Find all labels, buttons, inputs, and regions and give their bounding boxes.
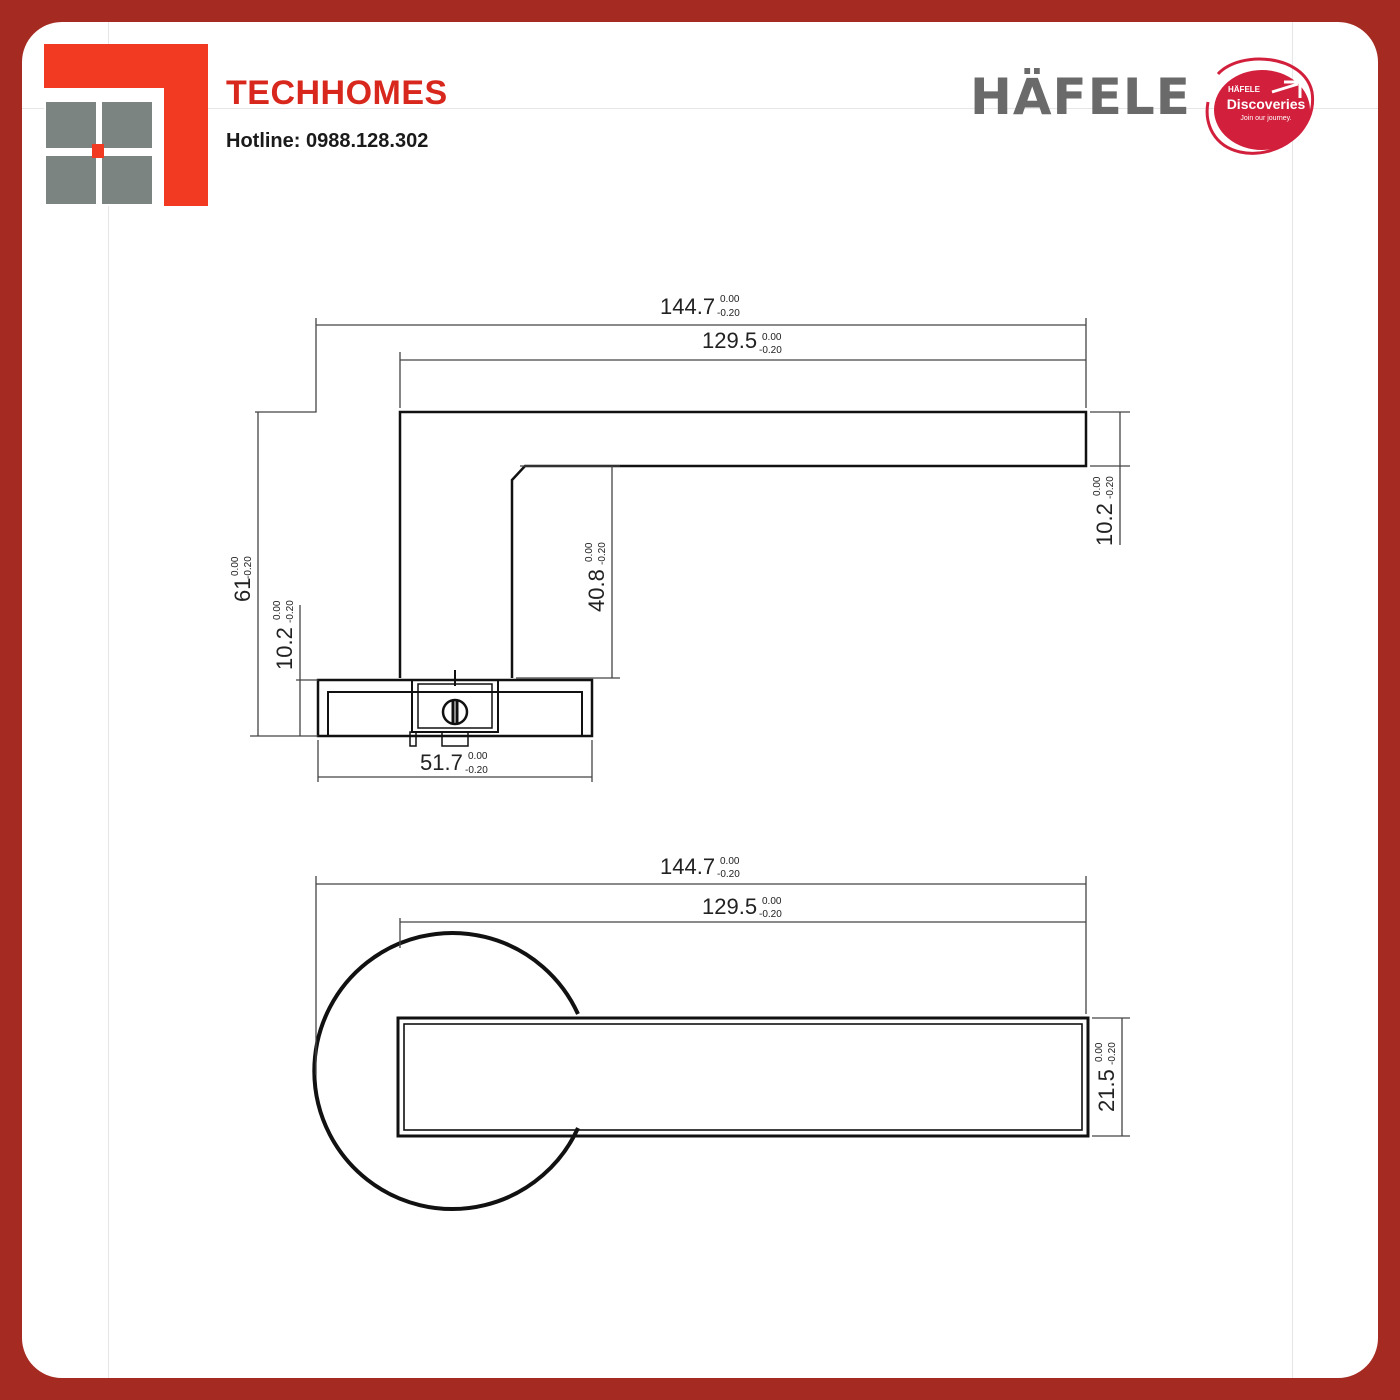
badge-tagline-text: Join our journey. <box>1240 115 1292 122</box>
dim-lever-length-tol-lower: -0.20 <box>759 345 782 356</box>
dim-top-lever-length-value: 129.5 <box>702 894 757 919</box>
dim-total-height-tol-upper: 0.00 <box>230 556 241 576</box>
dim-overall-length-value: 144.7 <box>660 294 715 319</box>
dim-rose-diameter-tol-upper: 0.00 <box>468 751 488 762</box>
dim-rose-height-tol-upper: 0.00 <box>272 600 283 620</box>
dim-rose-height-value: 10.2 <box>272 627 297 670</box>
spindle-screw <box>441 698 469 726</box>
guide-line-right <box>1292 22 1293 1378</box>
dim-top-lever-length-tol-upper: 0.00 <box>762 896 782 907</box>
spindle-tab <box>409 731 417 747</box>
side-view <box>316 410 1088 747</box>
dim-top-lever-width-value: 21.5 <box>1094 1069 1119 1112</box>
guide-line-left <box>108 22 109 1378</box>
dim-neck-height-tol-upper: 0.00 <box>584 542 595 562</box>
lever-top-outer <box>396 1016 1090 1138</box>
rose-side-inner <box>327 691 583 736</box>
dim-top-overall-length-tol-upper: 0.00 <box>720 856 740 867</box>
dim-neck-height-tol-lower: -0.20 <box>597 542 608 565</box>
dim-top-lever-length-tol-lower: -0.20 <box>759 909 782 920</box>
dim-rose-height-tol-lower: -0.20 <box>285 600 296 623</box>
dim-overall-length-tol-upper: 0.00 <box>720 294 740 305</box>
spindle-tip <box>441 731 469 747</box>
lever-side-profile <box>398 410 1088 678</box>
discoveries-badge-icon <box>1205 57 1315 155</box>
dim-total-height-tol-lower: -0.20 <box>243 556 254 579</box>
dim-top-lever-width-tol-upper: 0.00 <box>1094 1042 1105 1062</box>
techhomes-logo-icon <box>44 44 208 206</box>
top-view <box>312 931 1090 1211</box>
rose-top-circle <box>312 931 580 1211</box>
dim-total-height-value: 61 <box>230 578 255 602</box>
spindle-housing-inner <box>417 683 493 729</box>
side-dimension-lines <box>250 318 1130 782</box>
top-dimension-lines <box>315 876 1130 1137</box>
dim-lever-thickness-value: 10.2 <box>1092 503 1117 546</box>
badge-brand-text: HÄFELE <box>1228 85 1260 94</box>
dim-lever-length-tol-upper: 0.00 <box>762 332 782 343</box>
dim-top-overall-length-tol-lower: -0.20 <box>717 869 740 880</box>
dim-overall-length-tol-lower: -0.20 <box>717 308 740 319</box>
dim-lever-thickness-tol-upper: 0.00 <box>1092 476 1103 496</box>
side-dimension-labels: 144.7 0.00 -0.20 129.5 0.00 -0.20 10.2 0… <box>230 294 1117 776</box>
badge-main-text: Discoveries <box>1226 96 1306 112</box>
rose-side-outer <box>316 678 594 738</box>
dim-rose-diameter-value: 51.7 <box>420 750 463 775</box>
dim-lever-thickness-tol-lower: -0.20 <box>1105 476 1116 499</box>
dim-neck-height-value: 40.8 <box>584 569 609 612</box>
hotline-text: Hotline: 0988.128.302 <box>226 130 429 152</box>
dim-rose-diameter-tol-lower: -0.20 <box>465 765 488 776</box>
lever-top-inner <box>403 1023 1083 1131</box>
drawing-card <box>22 22 1378 1378</box>
guide-line-top <box>22 108 1378 109</box>
dim-lever-length-value: 129.5 <box>702 328 757 353</box>
spindle-screw-slot <box>451 700 459 724</box>
brand-name: TECHHOMES <box>226 74 448 112</box>
top-dimension-labels: 144.7 0.00 -0.20 129.5 0.00 -0.20 21.5 0… <box>660 854 1119 1112</box>
dim-top-overall-length-value: 144.7 <box>660 854 715 879</box>
dim-top-lever-width-tol-lower: -0.20 <box>1107 1042 1118 1065</box>
hafele-wordmark: HÄFELE <box>970 68 1191 126</box>
